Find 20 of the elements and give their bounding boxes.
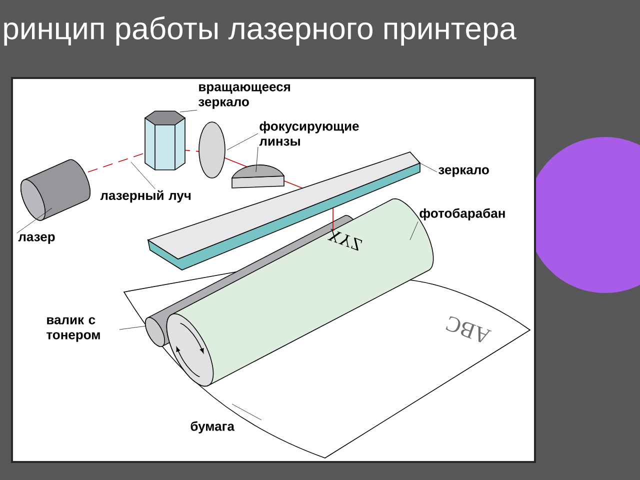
part-label: зеркало bbox=[438, 167, 489, 177]
part-label: бумага bbox=[190, 421, 235, 434]
leader-line bbox=[119, 326, 146, 330]
part-label: лазерный луч bbox=[100, 190, 191, 203]
slide-title: ринцип работы лазерного принтера bbox=[4, 16, 516, 46]
part-label: фотобарабан bbox=[420, 208, 505, 220]
leader-line bbox=[232, 404, 262, 420]
leader-line bbox=[226, 133, 258, 150]
paper-lettering: ABC bbox=[446, 316, 492, 342]
part-label: лазер bbox=[18, 234, 55, 244]
leader-line bbox=[180, 110, 198, 112]
leader-line bbox=[418, 162, 438, 172]
drum-lettering: XYZ bbox=[328, 228, 362, 251]
part-label: фокусирующие линзы bbox=[259, 121, 359, 146]
leader-line bbox=[410, 221, 418, 240]
leader-line bbox=[16, 208, 52, 234]
part-label: валик с тонером bbox=[46, 317, 100, 342]
leader-line bbox=[256, 146, 258, 172]
part-label: вращающееся зеркало bbox=[198, 84, 290, 109]
leader-line bbox=[130, 162, 156, 190]
